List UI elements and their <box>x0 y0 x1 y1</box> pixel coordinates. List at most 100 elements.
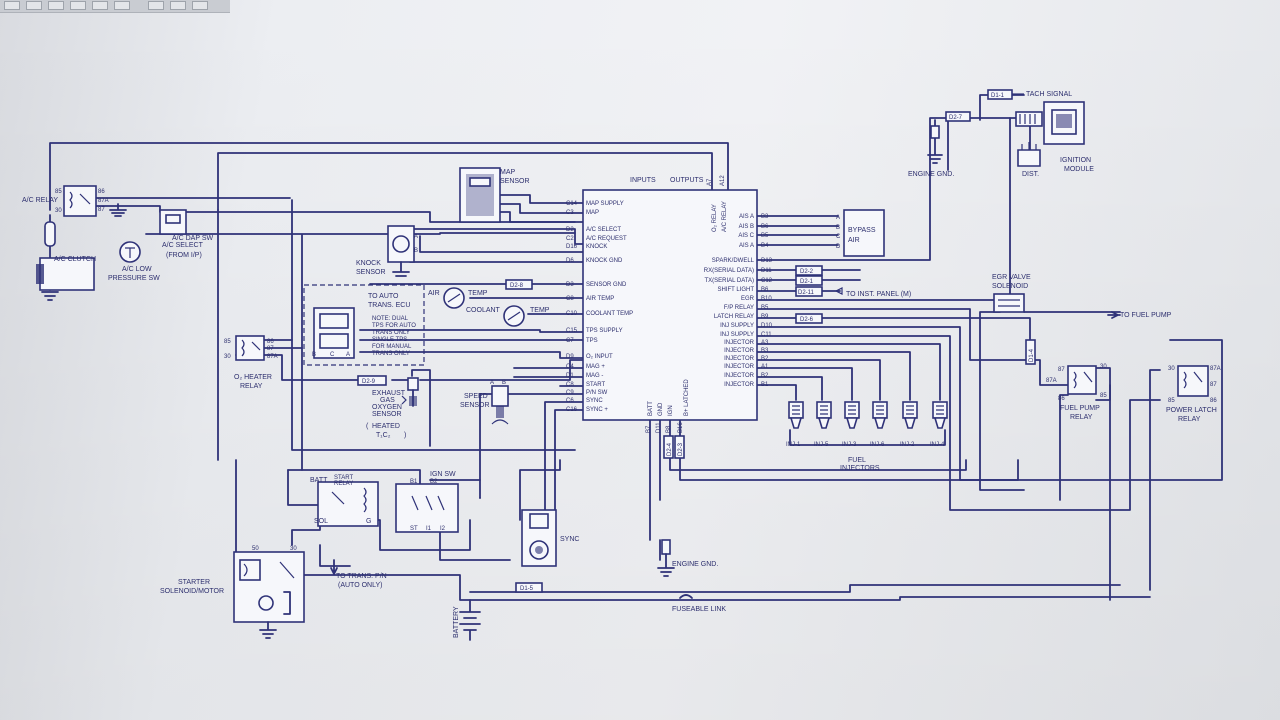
ecu-left-pin-name: O₂ INPUT <box>586 354 613 360</box>
starter-label: STARTER <box>178 579 210 586</box>
pin-label: 85 <box>1100 393 1107 399</box>
fuseable-link-label: FUSEABLE LINK <box>672 606 726 613</box>
toolbar-button[interactable] <box>170 1 186 10</box>
heated-label: T₁C₂ <box>376 432 391 439</box>
oxygen-sensor-group: EXHAUST GAS OXYGEN SENSOR ( HEATED T₁C₂ … <box>366 377 419 439</box>
ecu-left-pin-id: C14 <box>566 201 578 207</box>
ignition-switch-group: IGN SW B1 B2 ST I1 I2 <box>395 471 459 533</box>
ecu-left-pin-id: C7 <box>566 338 574 344</box>
toolbar-button[interactable] <box>4 1 20 10</box>
ecu-left-pin-name: MAP <box>586 210 599 216</box>
ecu-gnd-label: GND <box>658 402 664 416</box>
connector-label: D2-9 <box>362 379 376 385</box>
exhaust-sensor-label: OXYGEN <box>372 404 402 411</box>
toolbar-button[interactable] <box>48 1 64 10</box>
ecu-right-pin-id: B6 <box>761 287 769 293</box>
o2-heater-relay <box>235 335 265 361</box>
battery-label: BATTERY <box>453 606 460 638</box>
connector-label: D1-4 <box>1029 348 1035 362</box>
ignition-switch-pin: B1 <box>410 479 418 485</box>
connector-label: D2-2 <box>800 269 814 275</box>
pin-label: 50 <box>252 546 259 552</box>
sync-label: SYNC <box>560 536 579 543</box>
power-latch-relay-label: RELAY <box>1178 416 1201 423</box>
engine-ground-bottom-label: ENGINE GND. <box>672 561 718 568</box>
ecu-right-pin-id: B6 <box>761 224 769 230</box>
ecu-right-pin-id: D10 <box>761 323 773 329</box>
connector-label: D2-8 <box>510 283 524 289</box>
ecu-left-pin-name: MAP SUPPLY <box>586 201 624 207</box>
toolbar-button[interactable] <box>92 1 108 10</box>
ecu-right-pin-name: AIS C <box>738 233 754 239</box>
tps-note: FOR MANUAL <box>372 344 412 350</box>
ecu-bottom-pin: D11 <box>656 422 662 433</box>
ecu-right-pin-name: SPARK/DWELL <box>712 258 755 264</box>
air-temp-label: AIR <box>428 290 440 297</box>
connector-label: D2-7 <box>949 115 963 121</box>
fuel-injector-label: INJ-6 <box>870 442 885 448</box>
pin-label: 86 <box>267 339 274 345</box>
fuel-injector-label: INJ-2 <box>900 442 915 448</box>
toolbar-button[interactable] <box>26 1 42 10</box>
to-trans-pn-label: (AUTO ONLY) <box>338 582 382 589</box>
ac-dap-label: A/C DAP SW <box>172 235 213 242</box>
toolbar-button[interactable] <box>148 1 164 10</box>
ecu-top-pin: A12 <box>720 175 726 186</box>
pin-label: 30 <box>1168 366 1175 372</box>
ecu-left-pin-id: D3 <box>566 282 574 288</box>
toolbar-button[interactable] <box>114 1 130 10</box>
start-relay <box>317 481 379 527</box>
connector-d2-8 <box>505 279 533 290</box>
connector-d2-1 <box>795 275 823 286</box>
ac-low-pressure-label: PRESSURE SW <box>108 275 160 282</box>
ac-relay <box>63 185 97 217</box>
ecu-right-pin-name: INJECTOR <box>724 373 755 379</box>
speed-sensor-label: SENSOR <box>460 402 490 409</box>
ecu-right-pin-id: B10 <box>761 296 772 302</box>
ecu-right-pin-id: C12 <box>761 278 773 284</box>
distributor-label: DIST. <box>1022 171 1039 178</box>
ecu-right-pin-id: D11 <box>761 268 772 274</box>
engine-ground-bottom: ENGINE GND. <box>657 539 718 577</box>
ecu-right-pin-name: AIS A <box>739 214 754 220</box>
toolbar-button[interactable] <box>192 1 208 10</box>
wire-bundle <box>49 94 1223 601</box>
fuel-injector: INJ-1 <box>786 401 804 448</box>
start-relay-label: START <box>334 475 353 481</box>
ac-relay-label: A/C RELAY <box>22 197 58 204</box>
ecu-right-pin-name: INJECTOR <box>724 356 755 362</box>
ecu-right-pin-id: B9 <box>761 314 769 320</box>
toolbar-button[interactable] <box>70 1 86 10</box>
ac-dap-switch <box>159 209 187 235</box>
fuel-pump-relay <box>1067 365 1097 395</box>
ecu-right-pin-id: B2 <box>761 356 769 362</box>
coolant-temp-label: COOLANT <box>466 307 501 314</box>
ecu-left-pin-id: C6 <box>566 398 574 404</box>
ecu-box <box>582 189 758 421</box>
connector-d2-4 <box>663 435 674 459</box>
power-latch-relay-label: POWER LATCH <box>1166 407 1217 414</box>
ecu-right-pin-name: INJ SUPPLY <box>720 323 754 329</box>
ignition-switch-pin: I2 <box>440 526 446 532</box>
ignition-module-label: MODULE <box>1064 166 1094 173</box>
ecu-left-pin-name: TPS <box>586 338 598 344</box>
ecu-right-pin-id: B2 <box>761 373 769 379</box>
pin-label: 87 <box>1210 382 1217 388</box>
fuel-injector-label: INJ-5 <box>814 442 829 448</box>
ecu-bottom-pin: B8 <box>666 425 672 433</box>
ecu: INPUTS OUTPUTS A7 A12 O₂ RELAY A/C RELAY… <box>566 175 773 459</box>
egr-valve-label: SOLENOID <box>992 283 1028 290</box>
ecu-right-pin-name: AIS B <box>739 224 754 230</box>
exhaust-sensor-label: GAS <box>380 397 395 404</box>
ac-relay-group: 85 86 30 87A 87 A/C RELAY A/C CLUTCH A/C… <box>22 185 213 301</box>
ecu-right-pin-name: INJECTOR <box>724 348 755 354</box>
connector-d2-7 <box>945 111 971 122</box>
egr-valve-label: EGR VALVE <box>992 274 1031 281</box>
start-relay-label: RELAY <box>334 481 353 487</box>
pin-label: 30 <box>1100 364 1107 370</box>
connector-label: D1-5 <box>520 586 534 592</box>
ecu-right-pin-id: B5 <box>761 233 769 239</box>
fuel-injectors-label: FUEL <box>848 457 866 464</box>
ecu-o2-relay-label: O₂ RELAY <box>712 204 718 232</box>
